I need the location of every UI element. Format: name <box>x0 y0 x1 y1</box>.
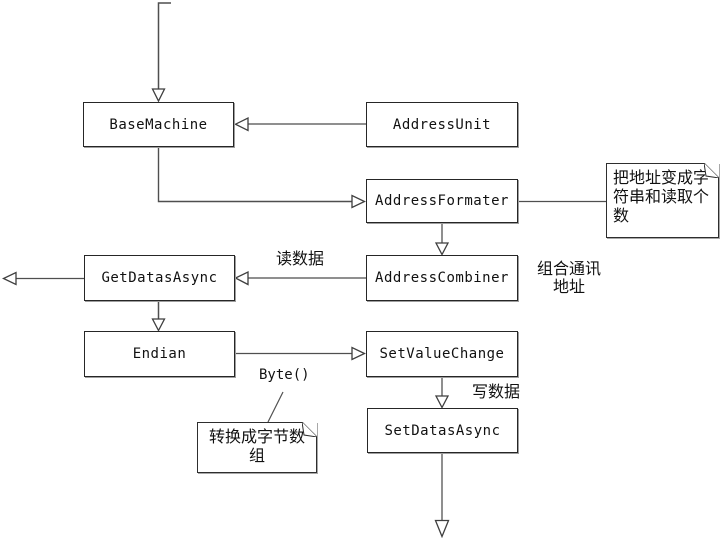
note-address-format-text: 把地址变成字符串和读取个数 <box>613 168 710 225</box>
edge-label-read-data: 读数据 <box>276 249 325 268</box>
edge-setvaluechange-setdatasasync <box>434 377 450 409</box>
edge-note-byte-connector <box>267 391 284 423</box>
edge-label-byte-call: Byte() <box>259 367 310 383</box>
node-setvaluechange-label: SetValueChange <box>379 346 505 362</box>
edge-addresscombiner-getdatasasync <box>234 270 366 286</box>
node-getdatasasync-label: GetDatasAsync <box>101 270 218 286</box>
edge-top-into-basemachine <box>151 2 171 103</box>
note-byte-array-text: 转换成字节数组 <box>208 427 305 465</box>
node-addressunit[interactable]: AddressUnit <box>366 102 518 147</box>
node-basemachine-label: BaseMachine <box>109 116 208 133</box>
note-fold-corner-icon <box>704 163 719 178</box>
node-addresscombiner[interactable]: AddressCombiner <box>366 255 518 301</box>
note-fold-corner-icon <box>302 422 317 437</box>
edge-basemachine-addressformater <box>157 147 367 209</box>
node-endian[interactable]: Endian <box>84 331 235 377</box>
node-getdatasasync[interactable]: GetDatasAsync <box>84 255 235 301</box>
node-addresscombiner-label: AddressCombiner <box>375 270 509 286</box>
edge-addressformater-addresscombiner <box>434 223 450 256</box>
edge-endian-setvaluechange <box>235 346 367 361</box>
node-addressformater-label: AddressFormater <box>375 193 509 209</box>
node-endian-label: Endian <box>132 346 187 362</box>
edge-setdatasasync-bottom <box>434 453 450 538</box>
edge-addressunit-basemachine <box>234 116 366 132</box>
note-byte-array[interactable]: 转换成字节数组 <box>197 422 317 473</box>
node-basemachine[interactable]: BaseMachine <box>83 102 234 147</box>
edge-getdatasasync-endian <box>151 301 166 332</box>
node-setdatasasync[interactable]: SetDatasAsync <box>367 408 518 453</box>
node-addressunit-label: AddressUnit <box>392 116 492 133</box>
edge-label-write-data: 写数据 <box>472 382 521 401</box>
node-addressformater[interactable]: AddressFormater <box>366 179 518 223</box>
node-setdatasasync-label: SetDatasAsync <box>384 422 501 439</box>
note-address-format[interactable]: 把地址变成字符串和读取个数 <box>606 163 719 238</box>
node-setvaluechange[interactable]: SetValueChange <box>366 331 518 377</box>
edge-label-combine-address: 组合通讯 地址 <box>536 259 601 296</box>
edge-getdatasasync-left <box>1 271 84 286</box>
